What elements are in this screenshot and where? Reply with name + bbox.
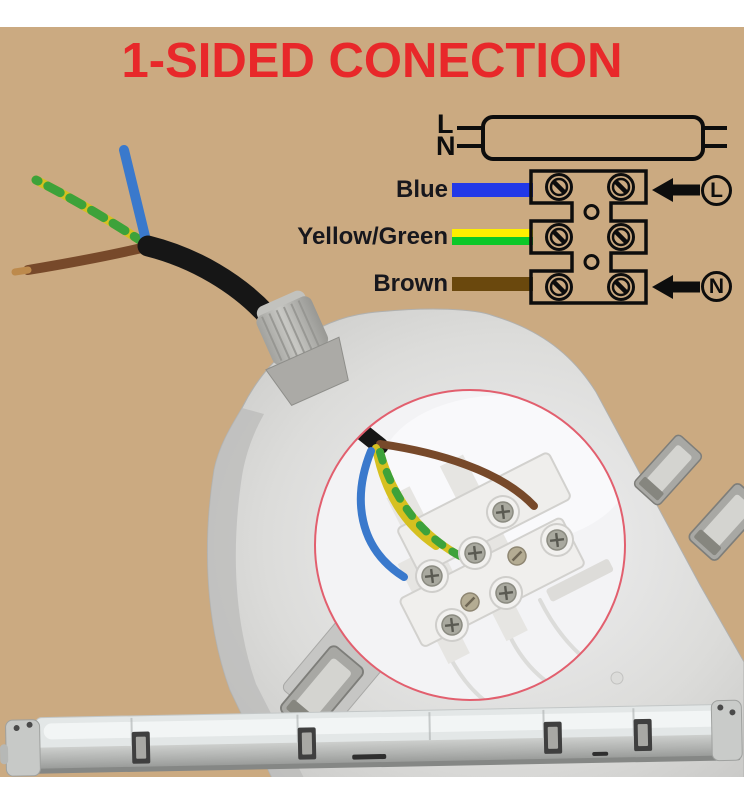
neutral-wire-photo bbox=[23, 242, 151, 275]
batten-tube bbox=[43, 710, 736, 740]
batten-body bbox=[33, 734, 741, 773]
earth-stripe-closeup bbox=[376, 448, 468, 562]
wiring-diagram bbox=[452, 115, 727, 305]
body-side-shade bbox=[207, 408, 304, 778]
bottom-white-strip bbox=[0, 777, 744, 800]
live-terminal-symbol: L bbox=[701, 175, 732, 206]
earth-wire-bar-green bbox=[452, 237, 533, 245]
page-title: 1-SIDED CONECTION bbox=[121, 34, 623, 88]
lamp-neutral-label: N bbox=[436, 131, 456, 161]
wire-label-earth: Yellow/Green bbox=[297, 223, 448, 250]
terminal-block bbox=[529, 169, 648, 305]
brown-wire-closeup bbox=[376, 440, 538, 510]
earth-wire-bar-yellow bbox=[452, 229, 533, 237]
lamp-live-label: L bbox=[437, 109, 454, 139]
installation-photo bbox=[0, 145, 744, 779]
terminal-link-hole-2 bbox=[583, 254, 600, 270]
copper-tip bbox=[11, 266, 32, 276]
cable-photo bbox=[11, 145, 309, 359]
batten-endcap-left bbox=[5, 719, 41, 777]
batten-light bbox=[0, 699, 743, 777]
wire-label-brown: Brown bbox=[373, 270, 448, 297]
magnifier bbox=[314, 389, 626, 701]
live-arrow bbox=[652, 178, 700, 202]
neutral-terminal-symbol: N bbox=[701, 271, 732, 302]
top-white-strip bbox=[0, 0, 744, 27]
magnifier-ring bbox=[314, 389, 626, 701]
cable-gland bbox=[256, 290, 349, 406]
body-dimple bbox=[610, 671, 624, 685]
lamp-symbol bbox=[457, 115, 727, 161]
brown-wire-bar bbox=[452, 277, 533, 291]
terminal-link-hole-1 bbox=[583, 204, 600, 220]
neutral-arrow bbox=[652, 275, 700, 299]
terminal-closeup-photo bbox=[331, 395, 625, 700]
mounting-clip-right-2 bbox=[686, 480, 744, 564]
blue-wire-closeup bbox=[356, 447, 408, 581]
wire-label-blue: Blue bbox=[395, 176, 448, 203]
batten-endcap-right bbox=[710, 699, 743, 762]
blue-wire-bar bbox=[452, 183, 533, 197]
terminal-screw-symbols bbox=[547, 175, 634, 300]
earth-wire-stripe bbox=[31, 175, 151, 249]
